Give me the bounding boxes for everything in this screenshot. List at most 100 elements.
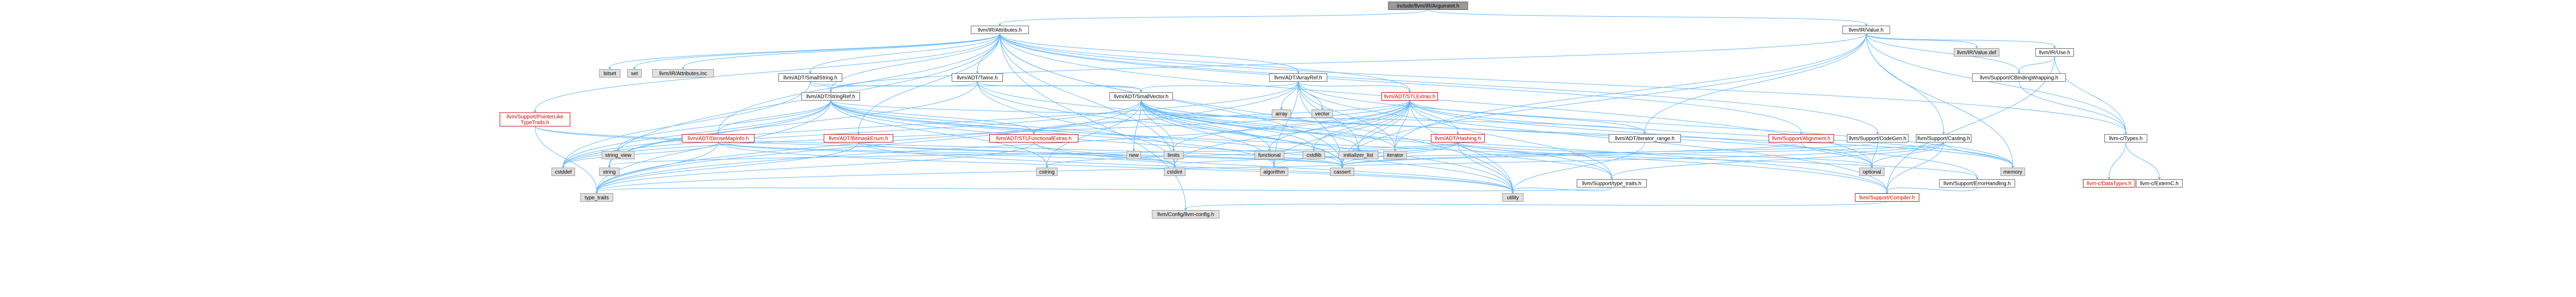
- node-llvm-adt-stringref-h[interactable]: llvm/ADT/StringRef.h: [801, 92, 860, 101]
- node-llvm-c-externc-h[interactable]: llvm-c/ExternC.h: [2136, 179, 2183, 188]
- edge-stlextras-to-iterator: [1395, 100, 1410, 149]
- node-llvm-support-errorhandling-h[interactable]: llvm/Support/ErrorHandling.h: [1939, 179, 2015, 188]
- node-label: memory: [2003, 170, 2022, 175]
- edge-arrowhead-attributes-to-codegen: [1876, 132, 1879, 135]
- edge-stringref-to-algorithm: [830, 100, 1275, 166]
- edge-smallvector-to-type_traits: [596, 100, 1142, 192]
- edge-stlfunctional-to-cstdint: [1033, 142, 1175, 166]
- node-box: [1269, 73, 1328, 82]
- node-optional[interactable]: optional: [1859, 168, 1884, 176]
- edge-arrowhead-root-to-value: [1865, 24, 1868, 26]
- edge-value-to-iterator: [1395, 34, 1867, 149]
- node-limits[interactable]: limits: [1164, 151, 1184, 159]
- node-llvm-support-cbindingwrapping-h[interactable]: llvm/Support/CBindingWrapping.h: [1972, 73, 2066, 82]
- edge-smallvector-to-functional: [1141, 100, 1270, 149]
- node-set[interactable]: set: [627, 69, 642, 78]
- edge-stlextras-to-type_traits_h: [1409, 100, 1612, 178]
- node-box: [1954, 48, 2000, 57]
- edge-arrowhead-hashing-to-errorhandling: [1976, 177, 1979, 180]
- node-box: [1339, 151, 1378, 159]
- node-llvm-config-llvm-config-h[interactable]: llvm/Config/llvm-config.h: [1152, 210, 1220, 218]
- node-llvm-support-casting-h[interactable]: llvm/Support/Casting.h: [1916, 134, 1971, 142]
- node-llvm-ir-value-def[interactable]: llvm/IR/Value.def: [1954, 48, 2000, 57]
- node-iterator[interactable]: iterator: [1383, 151, 1407, 159]
- node-llvm-adt-smallvector-h[interactable]: llvm/ADT/SmallVector.h: [1109, 92, 1173, 101]
- node-cstring[interactable]: cstring: [1036, 168, 1058, 176]
- node-box: [1381, 92, 1438, 101]
- node-label: llvm/ADT/Hashing.h: [1435, 136, 1481, 142]
- node-llvm-adt-iterator-range-h[interactable]: llvm/ADT/iterator_range.h: [1609, 134, 1681, 142]
- edge-arrowhead-type_traits_h-to-utility: [1511, 191, 1514, 194]
- edge-stlextras-to-cstdlib: [1313, 100, 1410, 149]
- node-label: llvm/Support/CBindingWrapping.h: [1980, 75, 2058, 81]
- node-string[interactable]: string: [599, 168, 620, 176]
- node-new[interactable]: new: [1127, 151, 1141, 159]
- edge-attributes-to-bitset: [609, 34, 1000, 68]
- edge-value-to-value_def: [1866, 34, 1977, 47]
- edge-stringref-to-limits: [830, 100, 1174, 149]
- node-label: llvm/ADT/STLFunctionalExtras.h: [996, 136, 1072, 142]
- edge-arrowhead-arrayref-to-array: [1280, 107, 1283, 110]
- node-cstddef[interactable]: cstddef: [551, 168, 575, 176]
- edge-attributes-to-set: [634, 34, 1000, 68]
- node-box: [652, 69, 714, 78]
- node-box: [1388, 2, 1468, 10]
- edge-hashing-to-errorhandling: [1457, 142, 1978, 178]
- node-box: [1152, 210, 1220, 218]
- node-llvm-support-compiler-h[interactable]: llvm/Support/Compiler.h: [1855, 193, 1920, 202]
- node-include-llvm-ir-argument-h[interactable]: include/llvm/IR/Argument.h: [1388, 2, 1468, 10]
- node-llvm-ir-use-h[interactable]: llvm/IR/Use.h: [2035, 48, 2074, 57]
- node-type-traits[interactable]: type_traits: [580, 193, 614, 202]
- node-utility[interactable]: utility: [1502, 193, 1524, 202]
- node-functional[interactable]: functional: [1254, 151, 1285, 159]
- node-layer: include/llvm/IR/Argument.h llvm/IR/Attrib…: [499, 2, 2183, 218]
- edge-arrowhead-ctypes-to-externc: [2158, 177, 2161, 180]
- node-llvm-support-alignment-h[interactable]: llvm/Support/Alignment.h: [1768, 134, 1834, 142]
- edge-arrowhead-stlextras-to-initializer_list: [1357, 149, 1360, 151]
- node-box: [1768, 134, 1834, 142]
- node-memory[interactable]: memory: [2000, 168, 2025, 176]
- node-llvm-adt-densemapinfo-h[interactable]: llvm/ADT/DenseMapInfo.h: [682, 134, 755, 142]
- edge-smallvector-to-cassert: [1141, 100, 1343, 166]
- node-bitset[interactable]: bitset: [599, 69, 621, 78]
- node-llvm-adt-stlfunctionalextras-h[interactable]: llvm/ADT/STLFunctionalExtras.h: [989, 134, 1078, 142]
- node-llvm-c-datatypes-h[interactable]: llvm-c/DataTypes.h: [2083, 179, 2135, 188]
- node-llvm-adt-twine-h[interactable]: llvm/ADT/Twine.h: [952, 73, 1003, 82]
- node-llvm-support-codegen-h[interactable]: llvm/Support/CodeGen.h: [1847, 134, 1909, 142]
- node-llvm-ir-attributes-inc[interactable]: llvm/IR/Attributes.inc: [652, 69, 714, 78]
- node-box: [2000, 168, 2025, 176]
- edge-attributes-to-config: [999, 34, 1186, 208]
- node-cstdint[interactable]: cstdint: [1164, 168, 1186, 176]
- node-llvm-adt-bitmaskenum-h[interactable]: llvm/ADT/BitmaskEnum.h: [823, 134, 894, 142]
- node-llvm-c-types-h[interactable]: llvm-c/Types.h: [2104, 134, 2147, 142]
- node-array[interactable]: array: [1272, 109, 1291, 118]
- node-llvm-adt-hashing-h[interactable]: llvm/ADT/Hashing.h: [1431, 134, 1485, 142]
- node-label: limits: [1168, 153, 1180, 159]
- node-box: [952, 73, 1003, 82]
- node-label: cstddef: [555, 170, 572, 175]
- node-llvm-adt-arrayref-h[interactable]: llvm/ADT/ArrayRef.h: [1269, 73, 1328, 82]
- edge-smallvector-to-cstdlib: [1141, 100, 1314, 149]
- edge-densemapinfo-to-cstdint: [718, 142, 1175, 166]
- node-cstdlib[interactable]: cstdlib: [1302, 151, 1325, 159]
- node-algorithm[interactable]: algorithm: [1260, 168, 1288, 176]
- node-box: [627, 69, 642, 78]
- node-llvm-support-type-traits-h[interactable]: llvm/Support/type_traits.h: [1577, 179, 1647, 188]
- node-cassert[interactable]: cassert: [1330, 168, 1354, 176]
- node-llvm-adt-stlextras-h[interactable]: llvm/ADT/STLExtras.h: [1381, 92, 1438, 101]
- node-llvm-ir-value-h[interactable]: llvm/IR/Value.h: [1842, 26, 1890, 34]
- node-vector[interactable]: vector: [1311, 109, 1333, 118]
- node-box: [2083, 179, 2135, 188]
- edge-arrayref-to-type_traits: [596, 81, 1299, 192]
- node-llvm-ir-attributes-h[interactable]: llvm/IR/Attributes.h: [971, 26, 1029, 34]
- edge-stlextras-to-memory: [1409, 100, 2013, 166]
- edge-arrowhead-codegen-to-cstdint: [1173, 166, 1176, 168]
- node-box: [1431, 134, 1485, 142]
- edge-twine-to-cstdint: [977, 81, 1175, 166]
- node-initializer-list[interactable]: initializer_list: [1339, 151, 1378, 159]
- node-llvm-adt-smallstring-h[interactable]: llvm/ADT/SmallString.h: [778, 73, 842, 82]
- node-string-view[interactable]: string_view: [601, 151, 635, 159]
- edge-attributes-to-attributes_inc: [683, 34, 1000, 68]
- edge-twine-to-cassert: [977, 81, 1343, 166]
